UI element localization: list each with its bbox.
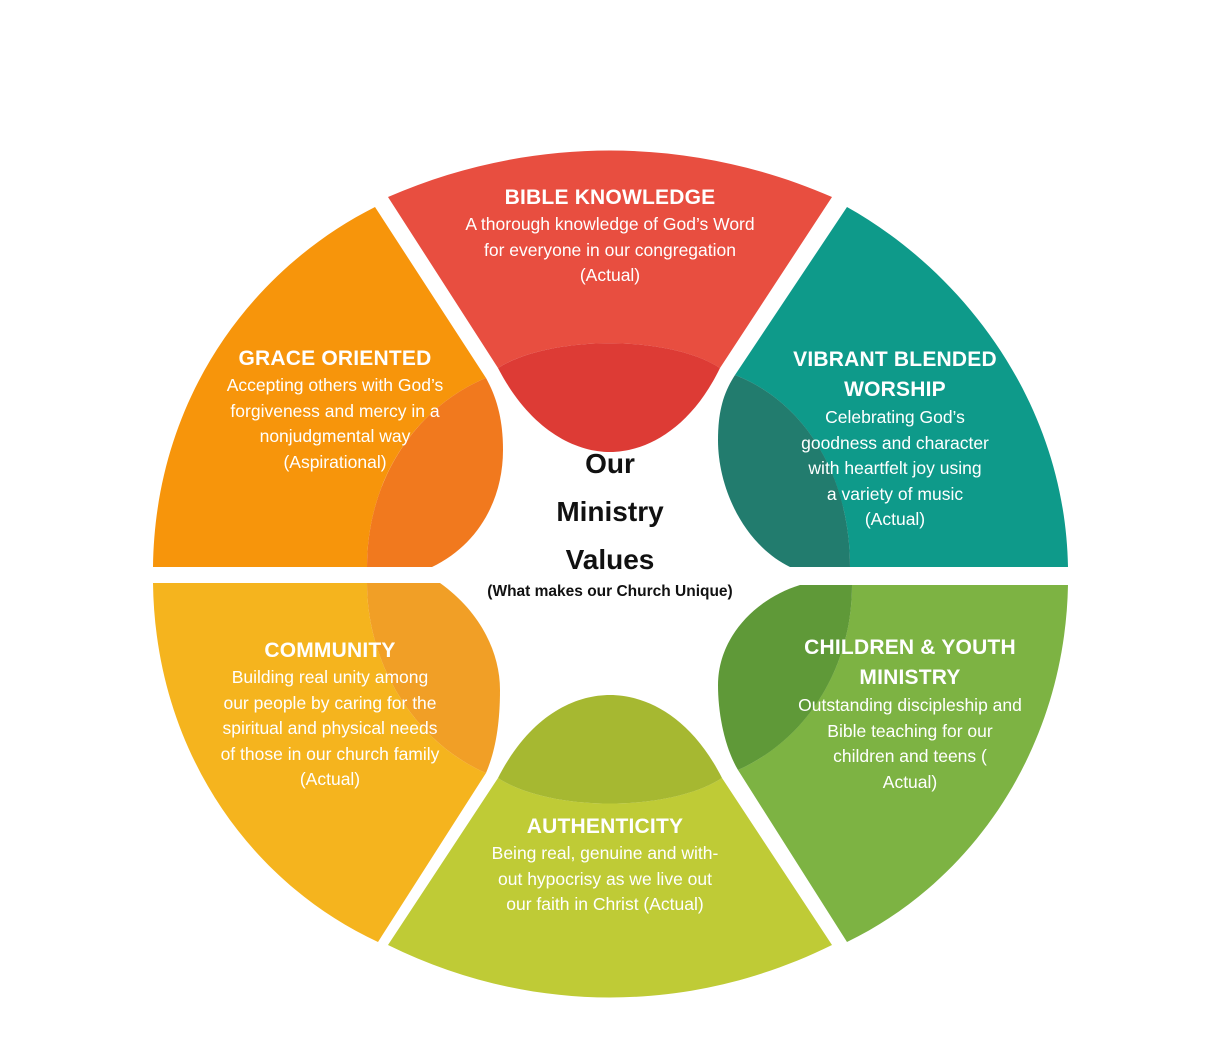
description-line: A thorough knowledge of God’s Word xyxy=(465,214,755,234)
title-line: BIBLE KNOWLEDGE xyxy=(504,186,716,209)
segment-community-title: COMMUNITY xyxy=(185,637,475,665)
description-line: (Actual) xyxy=(579,265,641,285)
segment-children-youth-ministry-description: Outstanding discipleship and Bible teach… xyxy=(770,693,1050,795)
segment-community xyxy=(153,583,500,942)
segment-community-inner xyxy=(367,583,500,773)
description-line: our faith in Christ (Actual) xyxy=(506,894,704,914)
description-line: our people by caring for the xyxy=(223,692,437,713)
description-line: Being real, genuine and with- xyxy=(491,843,719,863)
segment-authenticity xyxy=(388,695,832,998)
center-title-line: Our xyxy=(585,448,635,479)
segment-authenticity-inner xyxy=(498,695,722,804)
segment-grace-oriented-title: GRACE ORIENTED xyxy=(195,345,475,373)
description-line: Bible teaching for our xyxy=(827,720,993,741)
title-line: COMMUNITY xyxy=(264,639,396,662)
segment-vibrant-blended-worship-text: VIBRANT BLENDED WORSHIP Celebrating God’… xyxy=(765,345,1025,533)
description-line: Accepting others with God’s xyxy=(226,375,444,395)
segment-community-text: COMMUNITY Building real unity among our … xyxy=(185,637,475,793)
description-line: out hypocrisy as we live out xyxy=(498,868,712,889)
title-line: WORSHIP xyxy=(844,378,946,401)
description-line: (Aspirational) xyxy=(283,451,387,472)
segment-bible-knowledge-inner xyxy=(498,343,720,452)
description-line: with heartfelt joy using xyxy=(808,458,982,478)
segment-community-shape xyxy=(153,583,486,942)
segment-bible-knowledge-text: BIBLE KNOWLEDGE A thorough knowledge of … xyxy=(410,184,810,289)
segment-bible-knowledge-title: BIBLE KNOWLEDGE xyxy=(410,184,810,212)
segment-children-youth-ministry-inner xyxy=(718,585,852,770)
description-line: Celebrating God’s xyxy=(825,407,965,427)
segment-children-youth-ministry-title: CHILDREN & YOUTH MINISTRY xyxy=(770,633,1050,693)
segment-authenticity-shape xyxy=(388,778,832,998)
segment-children-youth-ministry-shape xyxy=(738,585,1068,942)
segment-grace-oriented-description: Accepting others with God’s forgiveness … xyxy=(195,373,475,475)
title-line: VIBRANT BLENDED xyxy=(793,348,997,371)
title-line: AUTHENTICITY xyxy=(526,815,684,838)
segment-children-youth-ministry-text: CHILDREN & YOUTH MINISTRY Outstanding di… xyxy=(770,633,1050,795)
description-line: of those in our church family xyxy=(220,743,440,764)
segment-authenticity-title: AUTHENTICITY xyxy=(455,813,755,841)
description-line: for everyone in our congregation xyxy=(484,239,736,260)
description-line: forgiveness and mercy in a xyxy=(230,400,440,421)
description-line: nonjudgmental way xyxy=(259,426,411,446)
segment-grace-oriented-shape xyxy=(153,207,486,567)
center-title-line: Values xyxy=(565,544,655,575)
description-line: spiritual and physical needs xyxy=(222,718,438,738)
segment-children-youth-ministry xyxy=(718,585,1068,942)
segment-bible-knowledge-description: A thorough knowledge of God’s Word for e… xyxy=(410,212,810,289)
description-line: (Actual) xyxy=(864,509,926,529)
description-line: Outstanding discipleship and xyxy=(798,695,1022,715)
description-line: children and teens ( xyxy=(833,746,987,766)
description-line: Actual) xyxy=(882,771,938,792)
center-title: Our Ministry Values xyxy=(510,440,710,584)
segment-grace-oriented xyxy=(153,207,503,567)
segment-bible-knowledge-shape xyxy=(388,150,832,368)
segment-vibrant-blended-worship-shape xyxy=(735,207,1068,567)
segment-vibrant-blended-worship-inner xyxy=(718,375,850,567)
segment-bible-knowledge xyxy=(388,150,832,452)
center-title-line: Ministry xyxy=(556,496,664,527)
segment-vibrant-blended-worship-description: Celebrating God’s goodness and character… xyxy=(765,405,1025,533)
description-line: (Actual) xyxy=(299,769,361,789)
title-line: MINISTRY xyxy=(859,666,961,689)
segment-grace-oriented-text: GRACE ORIENTED Accepting others with God… xyxy=(195,345,475,475)
segment-authenticity-text: AUTHENTICITY Being real, genuine and wit… xyxy=(455,813,755,918)
segment-vibrant-blended-worship xyxy=(718,207,1068,567)
description-line: a variety of music xyxy=(826,483,964,504)
title-line: GRACE ORIENTED xyxy=(238,347,432,370)
segment-grace-oriented-inner xyxy=(367,378,503,567)
segment-vibrant-blended-worship-title: VIBRANT BLENDED WORSHIP xyxy=(765,345,1025,405)
title-line: CHILDREN & YOUTH xyxy=(804,636,1016,659)
center-subtitle: (What makes our Church Unique) xyxy=(487,583,733,600)
segment-authenticity-description: Being real, genuine and with- out hypocr… xyxy=(455,841,755,918)
description-line: Building real unity among xyxy=(231,667,429,687)
segment-community-description: Building real unity among our people by … xyxy=(185,665,475,793)
description-line: goodness and character xyxy=(801,432,989,453)
